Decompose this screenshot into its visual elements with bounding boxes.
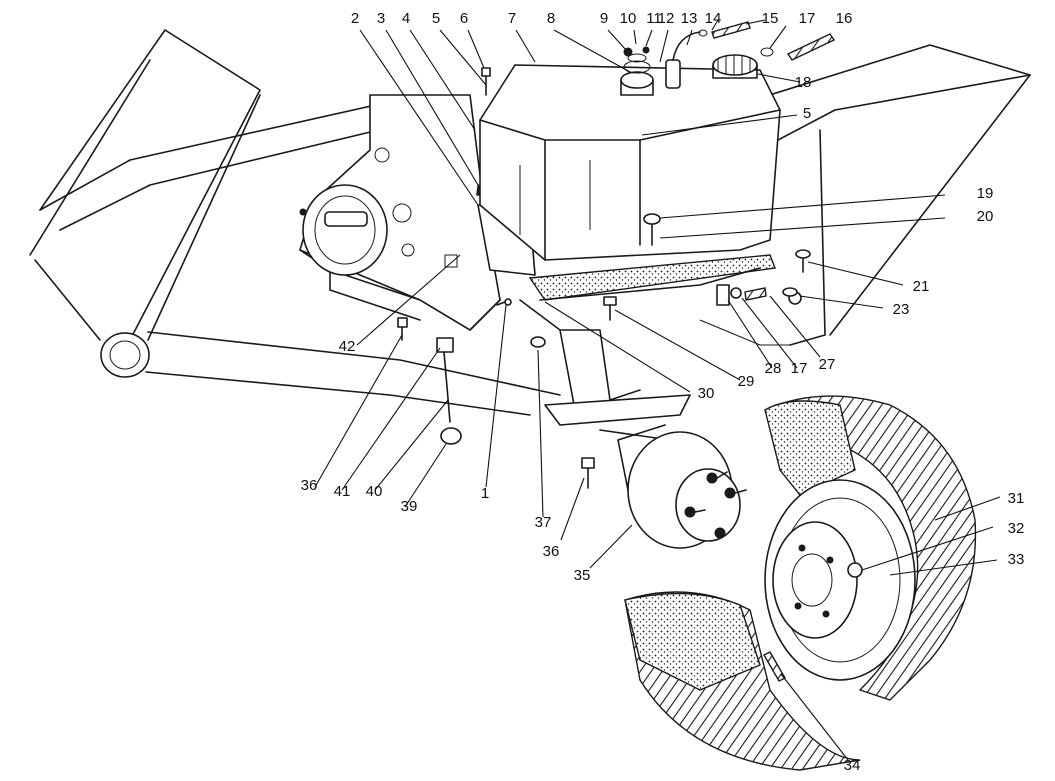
callout-c17b: 17	[791, 360, 808, 377]
callout-c15: 15	[762, 10, 779, 27]
callout-c40: 40	[366, 483, 383, 500]
wheel-and-tire	[624, 395, 977, 771]
callout-c23: 23	[893, 301, 910, 318]
axle-hub	[544, 394, 747, 549]
callout-c13: 13	[681, 10, 698, 27]
callout-c11: 11	[646, 10, 662, 27]
callout-c39: 39	[401, 498, 418, 515]
callout-c8: 8	[547, 10, 555, 27]
callout-c36b: 36	[543, 543, 560, 560]
callout-c19: 19	[977, 185, 994, 202]
callout-c17a: 17	[799, 10, 816, 27]
callout-c36a: 36	[301, 477, 318, 494]
callout-c32: 32	[1008, 520, 1025, 537]
callout-c41: 41	[334, 483, 351, 500]
callout-c31: 31	[1008, 490, 1025, 507]
fuel-tank	[479, 31, 781, 261]
callout-c1: 1	[481, 485, 489, 502]
callout-c35: 35	[574, 567, 591, 584]
callout-c34: 34	[844, 757, 861, 774]
callout-c42: 42	[339, 338, 356, 355]
callout-c3: 3	[377, 10, 385, 27]
callout-c21: 21	[913, 278, 930, 295]
callout-c12: 12	[658, 10, 675, 27]
callout-c14: 14	[705, 10, 722, 27]
callout-c37: 37	[535, 514, 552, 531]
handle-frame	[29, 29, 561, 416]
callout-c9: 9	[600, 10, 608, 27]
callout-c18: 18	[795, 74, 812, 91]
callout-c28: 28	[765, 360, 782, 377]
callout-c5a: 5	[432, 10, 440, 27]
callout-c10: 10	[620, 10, 637, 27]
callout-c27: 27	[819, 356, 836, 373]
callout-c7: 7	[508, 10, 516, 27]
callout-c5b: 5	[803, 105, 811, 122]
callout-c2: 2	[351, 10, 359, 27]
callout-c33: 33	[1008, 551, 1025, 568]
callout-c20: 20	[977, 208, 994, 225]
callout-c29: 29	[738, 373, 755, 390]
callout-c4: 4	[402, 10, 410, 27]
tank-support-pad	[528, 254, 776, 301]
callout-c16: 16	[836, 10, 853, 27]
callout-c30: 30	[698, 385, 715, 402]
callout-c6: 6	[460, 10, 468, 27]
leader-lines	[314, 19, 1001, 761]
